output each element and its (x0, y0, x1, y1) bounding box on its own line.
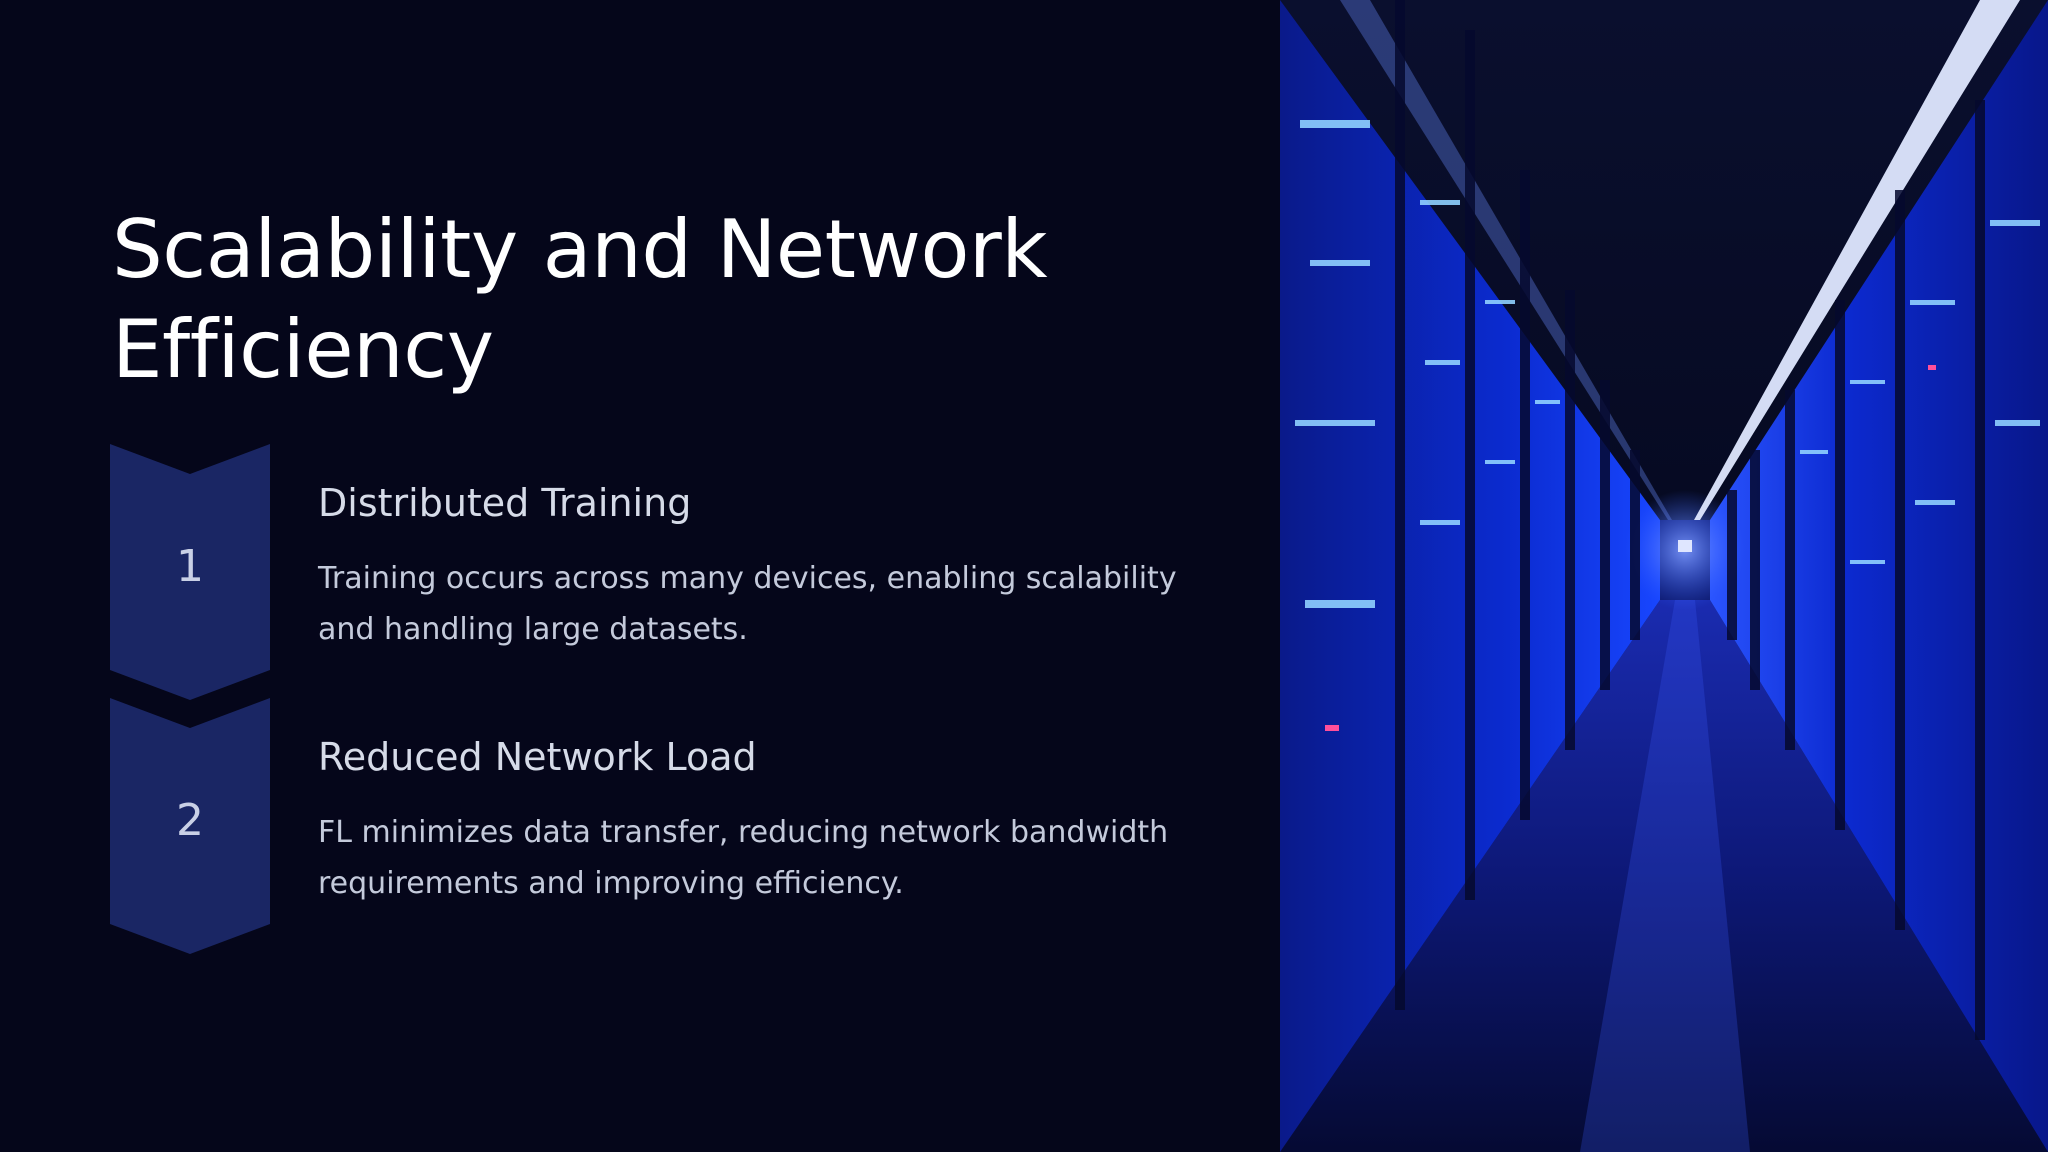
slide-title: Scalability and Network Efficiency (112, 203, 1048, 396)
chevron-badge-shape (110, 444, 270, 700)
server-corridor-illustration (1280, 0, 2048, 1152)
step-description: Training occurs across many devices, ena… (318, 561, 1177, 647)
chevron-badge-shape (110, 698, 270, 954)
content-pane: Scalability and Network Efficiency 1 Dis… (110, 203, 1177, 954)
step-title: Reduced Network Load (318, 735, 757, 779)
step-badge-1: 1 (110, 444, 270, 700)
step-description: FL minimizes data transfer, reducing net… (318, 815, 1169, 901)
step-number: 1 (176, 541, 204, 592)
data-center-image (1280, 0, 2048, 1152)
step-number: 2 (176, 795, 204, 846)
step-badge-2: 2 (110, 698, 270, 954)
step-title: Distributed Training (318, 481, 692, 525)
